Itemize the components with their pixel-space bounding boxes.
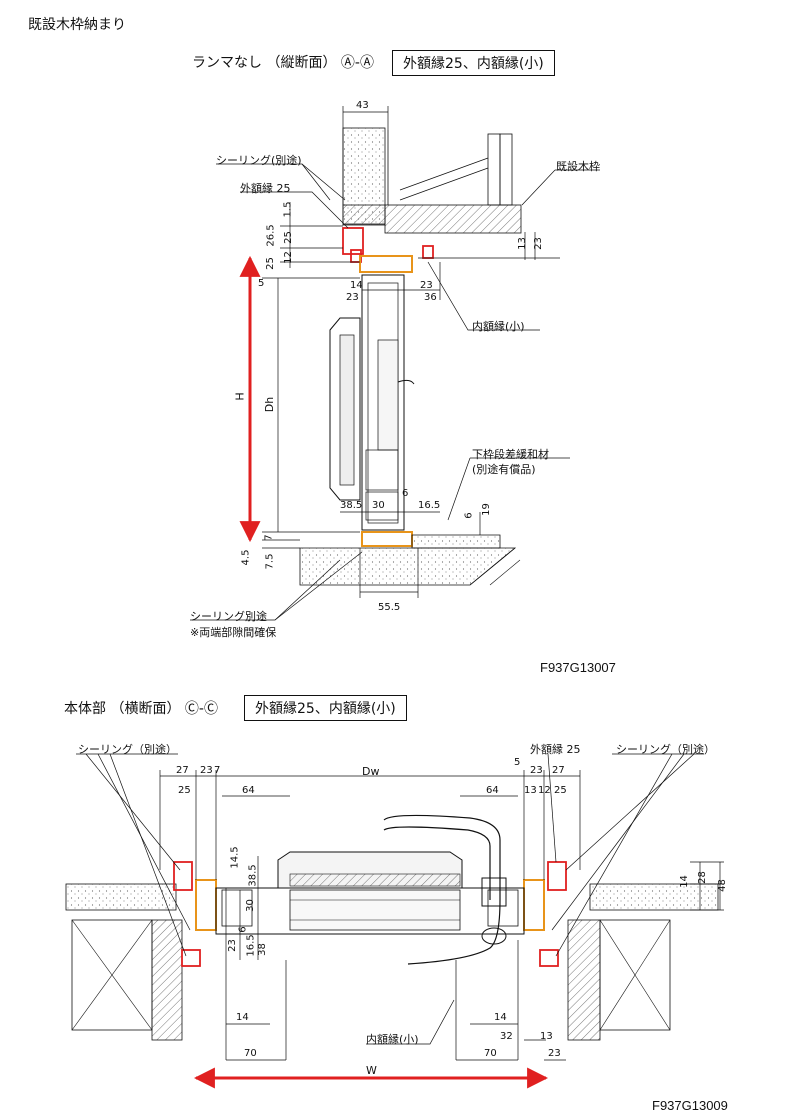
dim-5: 5: [258, 278, 265, 289]
dim-14-right-bottom: 14: [494, 1012, 507, 1023]
dim-27-right: 27: [552, 765, 565, 776]
gap-note: ※両端部隙間確保: [190, 626, 277, 639]
dim-30-h: 30: [244, 899, 256, 912]
inner-casing-callout: 内額縁(小): [472, 320, 525, 333]
dim-14-side: 14: [678, 875, 690, 888]
dim-12-right: 12: [538, 785, 551, 796]
sill-step-material: [411, 534, 501, 549]
dim-W: W: [366, 1064, 377, 1077]
dim-36: 36: [424, 292, 437, 303]
dim-64-left: 64: [242, 785, 255, 796]
dim-55-5: 55.5: [378, 602, 401, 613]
dim-70-right: 70: [484, 1048, 497, 1059]
outer-casing-red: [342, 227, 364, 255]
dim-16-5-h: 16.5: [245, 934, 257, 957]
dim-14: 14: [350, 280, 363, 291]
dim-14-5: 14.5: [229, 846, 241, 869]
wall-right-concrete: [589, 883, 719, 911]
existing-wood-frame: [384, 204, 522, 234]
sealing-callout: シーリング(別途): [216, 154, 302, 167]
handle-lever: [383, 814, 501, 965]
existing-frame-callout: 既設木枠: [556, 160, 600, 173]
section1-drawing-code: F937G13007: [540, 660, 616, 675]
dim-16-5: 16.5: [418, 500, 441, 511]
section1-label: ランマなし （縦断面） Ⓐ-Ⓐ: [192, 55, 374, 71]
inner-casing-left: [181, 949, 201, 967]
outer-casing-left: [173, 861, 193, 891]
outer-casing-h-callout: 外額縁 25: [530, 743, 581, 756]
dim-23-right: 23: [530, 765, 543, 776]
section2-drawing-code: F937G13009: [652, 1098, 728, 1113]
dim-38-5: 38.5: [340, 500, 363, 511]
outer-casing-callout: 外額縁 25: [240, 182, 291, 195]
dim-5-right: 5: [514, 757, 521, 768]
dim-Dw: Dw: [362, 765, 380, 778]
dim-38-h: 38: [256, 943, 268, 956]
dim-14-left-bottom: 14: [236, 1012, 249, 1023]
inner-casing-right: [539, 949, 559, 967]
dim-13-bottom: 13: [540, 1031, 553, 1042]
sill-material-callout: 下枠段差緩和材: [472, 448, 549, 461]
dim-48: 48: [716, 879, 728, 892]
sealing-right-callout: シーリング（別途）: [616, 743, 715, 756]
dim-38-5-h: 38.5: [247, 864, 259, 887]
dim-25-right: 25: [554, 785, 567, 796]
page-title: 既設木枠納まり: [28, 17, 126, 33]
dim-23-bottom: 23: [548, 1048, 561, 1059]
dim-7-left: 7: [214, 765, 221, 776]
inner-casing-h-callout: 内額縁(小): [366, 1033, 419, 1046]
dim-13-right: 13: [524, 785, 537, 796]
dim-64-right: 64: [486, 785, 499, 796]
dim-32: 32: [500, 1031, 513, 1042]
outer-casing-right: [547, 861, 567, 891]
dim-43: 43: [356, 100, 369, 111]
section2-box-label: 外額縁25、内額縁(小): [244, 695, 407, 721]
sealing-bottom-callout: シーリング別途: [190, 610, 267, 623]
dim-23-right: 23: [420, 280, 433, 291]
dim-23-v: 23: [226, 939, 238, 952]
sill-material-note: (別途有償品): [472, 463, 536, 476]
dim-23-left: 23: [200, 765, 213, 776]
dim-27-left: 27: [176, 765, 189, 776]
wall-left-concrete: [65, 883, 177, 911]
section1-box-label: 外額縁25、内額縁(小): [392, 50, 555, 76]
dim-23-left: 23: [346, 292, 359, 303]
dim-70-left: 70: [244, 1048, 257, 1059]
dim-6-h: 6: [237, 926, 249, 933]
head-frame-orange: [359, 255, 413, 273]
existing-frame-right: [567, 919, 601, 1041]
existing-frame-left: [151, 919, 183, 1041]
dim-25-left: 25: [178, 785, 191, 796]
dim-28: 28: [696, 871, 708, 884]
dim-6-a: 6: [402, 488, 409, 499]
jamb-frame-left: [195, 879, 217, 931]
sealing-left-callout: シーリング（別途）: [78, 743, 177, 756]
jamb-frame-right: [523, 879, 545, 931]
dim-30: 30: [372, 500, 385, 511]
section2-label: 本体部 （横断面） Ⓒ-Ⓒ: [64, 701, 218, 717]
